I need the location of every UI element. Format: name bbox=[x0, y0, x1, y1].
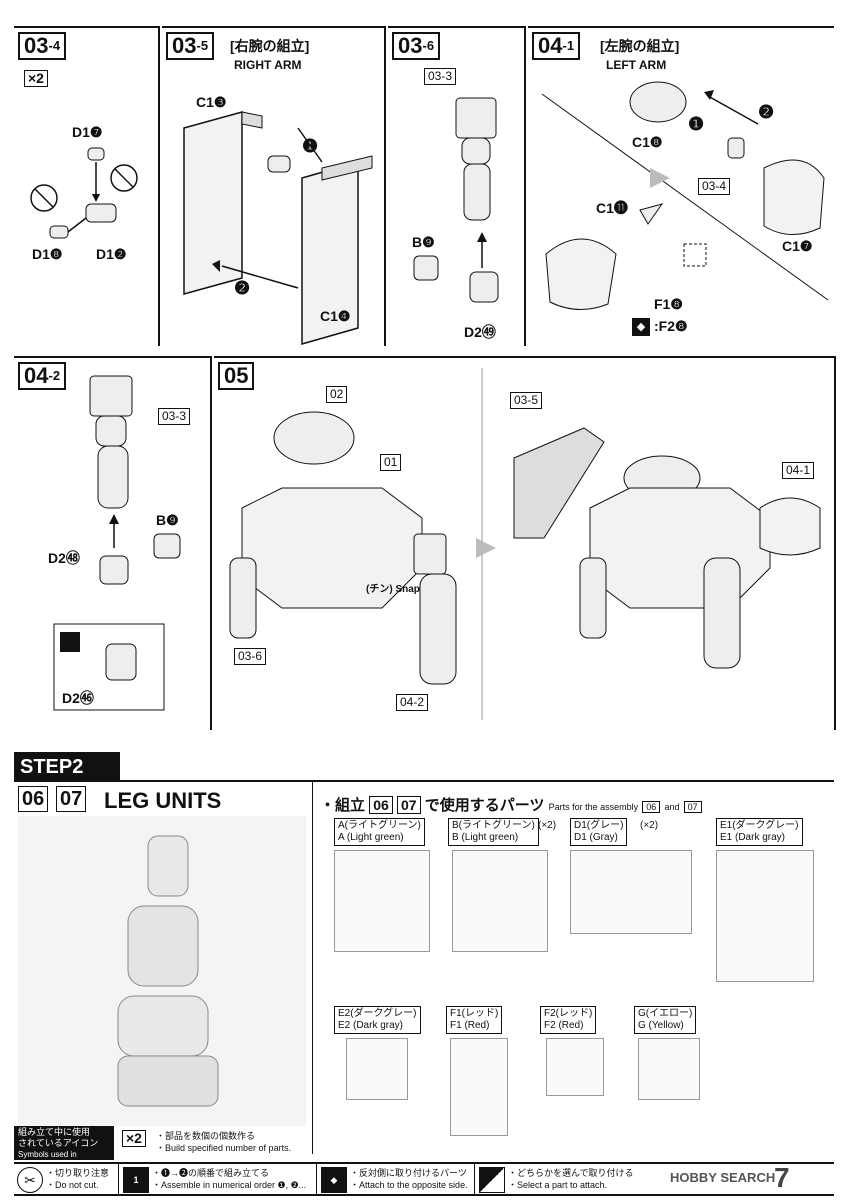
runner-label-d1: D1(グレー)D1 (Gray) bbox=[570, 818, 628, 846]
runner-label-f1: F1(レッド)F1 (Red) bbox=[446, 1006, 503, 1034]
legend-item: 1 ・❶→❷の順番で組み立てる・Assemble in numerical or… bbox=[120, 1164, 317, 1194]
multiplier-legend-text: ・部品を数個の個数作る ・Build specified number of p… bbox=[156, 1131, 292, 1153]
opposite-side-icon: ◆ bbox=[321, 1167, 347, 1193]
step2-header-rule bbox=[14, 780, 834, 782]
order-marker: ❶ bbox=[302, 136, 319, 156]
runner-label-e2: E2(ダークグレー)E2 (Dark gray) bbox=[334, 1006, 421, 1034]
subassembly-tag: 03-5 bbox=[510, 392, 543, 409]
part-label: D1❼ bbox=[72, 124, 103, 140]
part-label: C1⓫ bbox=[596, 200, 628, 216]
step-03-6-panel: 03-6 03-3 B❾ D2㊾ bbox=[388, 26, 526, 346]
step-title-jp: [左腕の組立] bbox=[600, 38, 680, 54]
part-tag: 02 bbox=[326, 386, 348, 403]
step-number: 03-6 bbox=[392, 32, 441, 60]
subassembly-tag: 03-3 bbox=[424, 68, 457, 85]
step-number: 04-2 bbox=[18, 362, 67, 390]
part-label: B❾ bbox=[412, 234, 435, 250]
step2-banner: STEP2 bbox=[14, 752, 120, 782]
left-arm-shoulder-illustration bbox=[541, 81, 829, 310]
part-label: C1❸ bbox=[196, 94, 227, 110]
numbered-order-icon: 1 bbox=[123, 1167, 149, 1193]
assembly-number: 07 bbox=[396, 796, 421, 814]
subassembly-tag: 03-3 bbox=[158, 408, 191, 425]
step-05-panel: 05 02 01 03-6 04-2 03-5 04-1 (チン) Snap bbox=[214, 356, 836, 730]
runner-label-g: G(イエロー)G (Yellow) bbox=[634, 1006, 697, 1034]
step-title-jp: [右腕の組立] bbox=[230, 38, 310, 54]
page-number: 7 bbox=[774, 1162, 790, 1193]
runner-e1-image bbox=[716, 850, 814, 982]
part-label: B❾ bbox=[156, 512, 179, 528]
runner-label-e1: E1(ダークグレー)E1 (Dark gray) bbox=[716, 818, 803, 846]
legend-item: ✂ ・切り取り注意・Do not cut. bbox=[14, 1164, 119, 1194]
part-label: :F2❽ bbox=[654, 318, 688, 334]
step-04-2-panel: 04-2 03-3 B❾ D2㊽ D2㊻ bbox=[14, 356, 212, 730]
arm-joint-illustration bbox=[30, 147, 138, 239]
step2-title: LEG UNITS bbox=[104, 788, 222, 813]
step-number: 03-4 bbox=[18, 32, 67, 60]
step-title-en: LEFT ARM bbox=[606, 58, 667, 72]
arm-assembly-illustration bbox=[413, 97, 499, 303]
step-number: 04-1 bbox=[532, 32, 581, 60]
runner-label-a: A(ライトグリーン)A (Light green) bbox=[334, 818, 425, 846]
part-tag: 01 bbox=[380, 454, 402, 471]
runner-label-b: B(ライトグリーン)B (Light green) bbox=[448, 818, 539, 846]
subassembly-tag: 04-1 bbox=[782, 462, 815, 479]
runner-qty: (×2) bbox=[538, 820, 557, 831]
subassembly-tag: 04-2 bbox=[396, 694, 429, 711]
runner-f2-image bbox=[546, 1038, 604, 1096]
legend-title: 組み立て中に使用 されているアイコン Symbols used in instr… bbox=[14, 1126, 114, 1170]
right-arm-shield-illustration bbox=[183, 111, 373, 345]
part-label: D2㊻ bbox=[62, 690, 94, 706]
leg-units-render bbox=[18, 816, 306, 1126]
select-part-icon bbox=[479, 1167, 505, 1193]
part-label: C1❽ bbox=[632, 134, 663, 150]
subassembly-tag: 03-4 bbox=[698, 178, 731, 195]
assembly-number: 06 bbox=[369, 796, 393, 814]
step-04-1-panel: 04-1 [左腕の組立] LEFT ARM 03-4 C1❽ C1⓫ C1❼ F… bbox=[528, 26, 834, 346]
step-03-4-panel: 03-4 ×2 D1❼ D1❽ D1❷ bbox=[14, 26, 160, 346]
assembly-number: 06 bbox=[18, 786, 49, 812]
step-number: 05 bbox=[218, 362, 255, 390]
opposite-side-icon: ◆ bbox=[632, 318, 650, 336]
snap-note: (チン) Snap bbox=[366, 584, 420, 595]
runner-g-image bbox=[638, 1038, 700, 1100]
arm-hand-illustration bbox=[53, 375, 181, 711]
assembly-number: 07 bbox=[56, 786, 87, 812]
order-marker: ❷ bbox=[234, 278, 251, 298]
multiplier-icon: ×2 bbox=[122, 1130, 146, 1147]
part-label: D1❷ bbox=[96, 246, 127, 262]
runner-b-image bbox=[452, 850, 548, 952]
step2-divider bbox=[312, 782, 313, 1154]
runner-f1-image bbox=[450, 1038, 508, 1136]
multiplier-badge: ×2 bbox=[24, 70, 48, 87]
step-title-en: RIGHT ARM bbox=[234, 58, 302, 72]
legend-item: ◆ ・反対側に取り付けるパーツ・Attach to the opposite s… bbox=[318, 1164, 475, 1194]
part-label: D1❽ bbox=[32, 246, 63, 262]
watermark: HOBBY SEARCH bbox=[670, 1170, 776, 1185]
body-assembly-illustration bbox=[229, 368, 821, 720]
runner-d1-image bbox=[570, 850, 692, 934]
runner-e2-image bbox=[346, 1038, 408, 1100]
part-label: C1❼ bbox=[782, 238, 813, 254]
step-03-5-panel: 03-5 [右腕の組立] RIGHT ARM C1❸ C1❹ ❶ ❷ bbox=[162, 26, 386, 346]
scissors-icon: ✂ bbox=[17, 1167, 43, 1193]
part-label: D2㊾ bbox=[464, 324, 496, 340]
part-label: D2㊽ bbox=[48, 550, 80, 566]
subassembly-tag: 03-6 bbox=[234, 648, 267, 665]
parts-header: ・組立 06 07 で使用するパーツ Parts for the assembl… bbox=[320, 794, 702, 815]
runner-qty: (×2) bbox=[640, 820, 659, 831]
legend-icons-row: ✂ ・切り取り注意・Do not cut. 1 ・❶→❷の順番で組み立てる・As… bbox=[14, 1162, 834, 1196]
runner-a-image bbox=[334, 850, 430, 952]
order-marker: ❷ bbox=[758, 102, 775, 122]
runner-label-f2: F2(レッド)F2 (Red) bbox=[540, 1006, 597, 1034]
part-label: C1❹ bbox=[320, 308, 351, 324]
step-number: 03-5 bbox=[166, 32, 215, 60]
legend-item: ・どちらかを選んで取り付ける・Select a part to attach. bbox=[476, 1164, 638, 1194]
order-marker: ❶ bbox=[688, 114, 705, 134]
part-label: F1❽ bbox=[654, 296, 683, 312]
